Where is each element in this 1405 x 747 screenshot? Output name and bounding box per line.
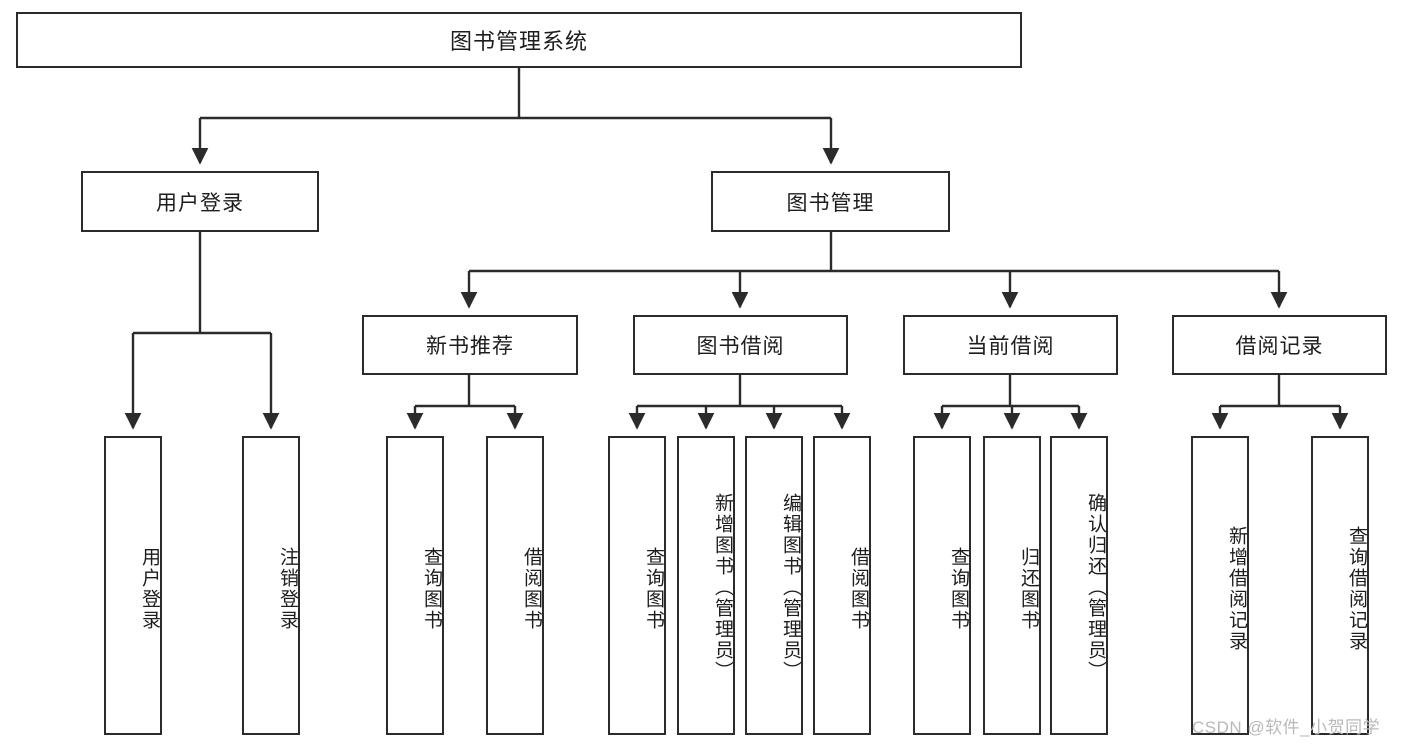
- node-book-borrow[interactable]: 图书借阅: [633, 315, 848, 375]
- node-root-book-management-system[interactable]: 图书管理系统: [16, 12, 1022, 68]
- node-leaf-edit-book-label: 编辑图书（管理员）: [780, 493, 801, 682]
- node-new-book-recommend-label: 新书推荐: [426, 335, 514, 358]
- node-leaf-return-book[interactable]: 归还图书: [983, 436, 1041, 735]
- node-leaf-add-book-label: 新增图书（管理员）: [712, 493, 733, 682]
- node-leaf-edit-book[interactable]: 编辑图书（管理员）: [745, 436, 803, 735]
- node-leaf-add-record[interactable]: 新增借阅记录: [1191, 436, 1249, 735]
- node-leaf-return-book-label: 归还图书: [1018, 546, 1039, 631]
- node-leaf-add-record-label: 新增借阅记录: [1226, 525, 1247, 652]
- node-leaf-borrow-book-rec-label: 借阅图书: [521, 546, 542, 631]
- node-leaf-query-record[interactable]: 查询借阅记录: [1311, 436, 1369, 735]
- node-leaf-borrow-book-rec[interactable]: 借阅图书: [486, 436, 544, 735]
- node-current-borrow[interactable]: 当前借阅: [903, 315, 1118, 375]
- node-leaf-query-book-current-label: 查询图书: [948, 546, 969, 631]
- node-user-login[interactable]: 用户登录: [81, 171, 319, 232]
- node-borrow-record[interactable]: 借阅记录: [1172, 315, 1387, 375]
- node-book-manage-label: 图书管理: [786, 191, 875, 215]
- node-leaf-confirm-return[interactable]: 确认归还（管理员）: [1050, 436, 1108, 735]
- node-leaf-query-book-current[interactable]: 查询图书: [913, 436, 971, 735]
- node-user-login-label: 用户登录: [156, 191, 244, 215]
- node-leaf-query-book-rec[interactable]: 查询图书: [386, 436, 444, 735]
- node-leaf-borrow-book-label: 借阅图书: [848, 546, 869, 631]
- node-root-label: 图书管理系统: [449, 29, 588, 54]
- node-leaf-confirm-return-label: 确认归还（管理员）: [1085, 493, 1106, 682]
- node-current-borrow-label: 当前借阅: [966, 335, 1055, 358]
- node-leaf-add-book[interactable]: 新增图书（管理员）: [677, 436, 735, 735]
- node-borrow-record-label: 借阅记录: [1235, 335, 1324, 358]
- node-leaf-user-login-label: 用户登录: [139, 546, 160, 631]
- node-book-borrow-label: 图书借阅: [696, 335, 785, 358]
- node-leaf-user-login[interactable]: 用户登录: [104, 436, 162, 735]
- node-leaf-logout[interactable]: 注销登录: [242, 436, 300, 735]
- node-leaf-query-record-label: 查询借阅记录: [1346, 525, 1367, 652]
- node-leaf-query-book-borrow-label: 查询图书: [643, 546, 664, 631]
- node-new-book-recommend[interactable]: 新书推荐: [362, 315, 578, 375]
- node-leaf-query-book-rec-label: 查询图书: [421, 546, 442, 631]
- node-leaf-logout-label: 注销登录: [277, 546, 298, 631]
- csdn-watermark: CSDN @软件_小贺同学: [1192, 718, 1381, 737]
- node-leaf-query-book-borrow[interactable]: 查询图书: [608, 436, 666, 735]
- node-book-manage[interactable]: 图书管理: [711, 171, 950, 232]
- node-leaf-borrow-book[interactable]: 借阅图书: [813, 436, 871, 735]
